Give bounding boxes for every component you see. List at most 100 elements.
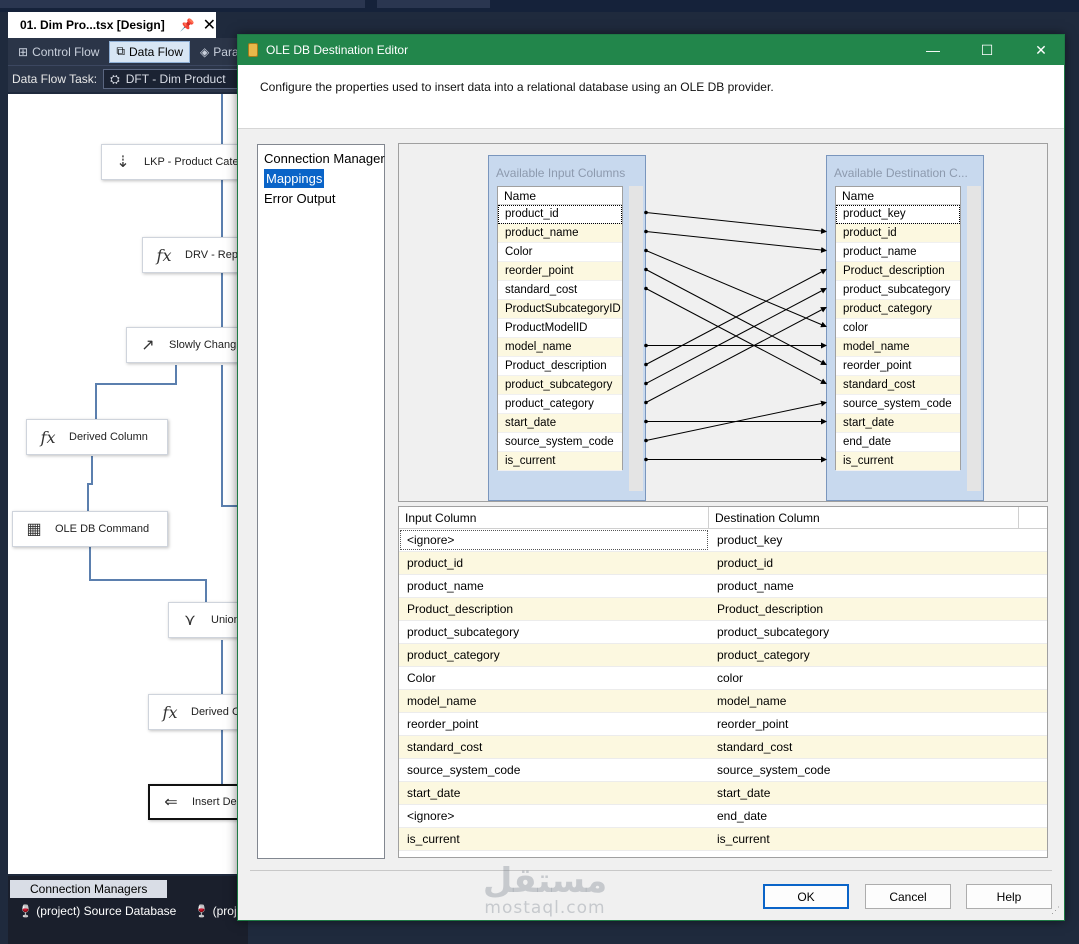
mapping-line[interactable] bbox=[645, 269, 827, 365]
destination-column-item[interactable]: start_date bbox=[836, 414, 960, 433]
toolbar-tab-para[interactable]: ◈Para bbox=[194, 41, 245, 63]
destination-column-item[interactable]: product_category bbox=[836, 300, 960, 319]
destination-column-header[interactable]: Destination Column bbox=[709, 507, 1019, 528]
mapping-line[interactable] bbox=[645, 269, 827, 365]
input-column-cell[interactable]: is_current bbox=[407, 832, 460, 846]
mapping-row[interactable]: <ignore> product_key bbox=[399, 529, 1047, 552]
resize-grip-icon[interactable]: ⋰ bbox=[1051, 905, 1060, 915]
minimize-icon[interactable]: — bbox=[926, 42, 940, 58]
destination-column-cell[interactable]: standard_cost bbox=[717, 740, 793, 754]
destination-column-cell[interactable]: reorder_point bbox=[717, 717, 789, 731]
connection-manager-item[interactable]: 🍷 (project) Source Database bbox=[18, 904, 177, 918]
destination-column-cell[interactable]: source_system_code bbox=[717, 763, 831, 777]
mapping-line[interactable] bbox=[645, 288, 827, 384]
mapping-line[interactable] bbox=[645, 400, 827, 441]
destination-column-item[interactable]: product_subcategory bbox=[836, 281, 960, 300]
destination-column-item[interactable]: reorder_point bbox=[836, 357, 960, 376]
destination-column-cell[interactable]: product_id bbox=[717, 556, 774, 570]
close-tab-icon[interactable]: ✕ bbox=[202, 17, 216, 34]
input-column-item[interactable]: product_name bbox=[498, 224, 622, 243]
destination-column-item[interactable]: standard_cost bbox=[836, 376, 960, 395]
destination-column-item[interactable]: is_current bbox=[836, 452, 960, 471]
destination-column-cell[interactable]: model_name bbox=[717, 694, 787, 708]
input-column-item[interactable]: source_system_code bbox=[498, 433, 622, 452]
destination-column-cell[interactable]: product_key bbox=[717, 533, 783, 547]
input-column-item[interactable]: product_category bbox=[498, 395, 622, 414]
mapping-row[interactable]: reorder_point reorder_point bbox=[399, 713, 1047, 736]
input-column-header[interactable]: Input Column bbox=[399, 507, 709, 528]
ole-db-command-node[interactable]: ▦OLE DB Command bbox=[12, 511, 168, 547]
input-column-cell[interactable]: product_category bbox=[407, 648, 500, 662]
destination-column-cell[interactable]: end_date bbox=[717, 809, 768, 823]
lkp-product-category-node[interactable]: ⇣LKP - Product Catego bbox=[101, 144, 238, 180]
destination-column-cell[interactable]: Product_description bbox=[717, 602, 824, 616]
mapping-row[interactable]: product_id product_id bbox=[399, 552, 1047, 575]
mapping-row[interactable]: Product_description Product_description bbox=[399, 598, 1047, 621]
input-column-cell[interactable]: product_id bbox=[407, 556, 464, 570]
nav-item-error-output[interactable]: Error Output bbox=[258, 189, 384, 209]
mapping-row[interactable]: product_name product_name bbox=[399, 575, 1047, 598]
destination-column-cell[interactable]: product_name bbox=[717, 579, 794, 593]
mapping-line[interactable] bbox=[645, 250, 827, 328]
input-column-cell[interactable]: reorder_point bbox=[407, 717, 479, 731]
destination-column-cell[interactable]: is_current bbox=[717, 832, 770, 846]
destination-column-item[interactable]: source_system_code bbox=[836, 395, 960, 414]
slowly-changing-node[interactable]: ↗Slowly Changin bbox=[126, 327, 238, 363]
input-column-item[interactable]: model_name bbox=[498, 338, 622, 357]
input-column-item[interactable]: product_subcategory bbox=[498, 376, 622, 395]
destination-column-item[interactable]: product_id bbox=[836, 224, 960, 243]
destination-column-cell[interactable]: product_subcategory bbox=[717, 625, 830, 639]
ok-button[interactable]: OK bbox=[763, 884, 849, 909]
destination-column-item[interactable]: model_name bbox=[836, 338, 960, 357]
input-column-cell[interactable]: start_date bbox=[407, 786, 461, 800]
input-column-item[interactable]: ProductModelID bbox=[498, 319, 622, 338]
input-column-cell[interactable]: product_subcategory bbox=[407, 625, 520, 639]
input-column-item[interactable]: ProductSubcategoryID bbox=[498, 300, 622, 319]
destination-column-item[interactable]: color bbox=[836, 319, 960, 338]
destination-column-item[interactable]: product_key bbox=[836, 205, 960, 224]
input-column-item[interactable]: start_date bbox=[498, 414, 622, 433]
toolbar-tab-control-flow[interactable]: ⊞Control Flow bbox=[12, 41, 105, 63]
input-column-cell[interactable]: <ignore> bbox=[399, 529, 709, 551]
destination-column-item[interactable]: product_name bbox=[836, 243, 960, 262]
pin-icon[interactable]: 📌 bbox=[179, 18, 195, 32]
dialog-title-bar[interactable]: OLE DB Destination Editor — ☐ ✕ bbox=[238, 35, 1064, 65]
input-column-cell[interactable]: Color bbox=[407, 671, 436, 685]
destination-column-item[interactable]: Product_description bbox=[836, 262, 960, 281]
union-all-node[interactable]: ⋎Union bbox=[168, 602, 238, 638]
input-column-cell[interactable]: Product_description bbox=[407, 602, 514, 616]
destination-scrollbar[interactable] bbox=[967, 186, 981, 491]
input-column-cell[interactable]: model_name bbox=[407, 694, 477, 708]
maximize-icon[interactable]: ☐ bbox=[980, 41, 994, 58]
mapping-line[interactable] bbox=[645, 231, 827, 253]
help-button[interactable]: Help bbox=[966, 884, 1052, 909]
destination-column-cell[interactable]: product_category bbox=[717, 648, 810, 662]
destination-column-cell[interactable]: color bbox=[717, 671, 744, 685]
input-column-cell[interactable]: product_name bbox=[407, 579, 484, 593]
mapping-row[interactable]: Color color bbox=[399, 667, 1047, 690]
mapping-row[interactable]: product_category product_category bbox=[399, 644, 1047, 667]
cancel-button[interactable]: Cancel bbox=[865, 884, 951, 909]
mapping-row[interactable]: model_name model_name bbox=[399, 690, 1047, 713]
input-column-cell[interactable]: <ignore> bbox=[407, 809, 455, 823]
input-column-item[interactable]: product_id bbox=[498, 205, 622, 224]
mapping-line[interactable] bbox=[645, 212, 827, 234]
mapping-line[interactable] bbox=[645, 288, 827, 384]
close-icon[interactable]: ✕ bbox=[1035, 41, 1047, 58]
data-flow-task-select[interactable]: ⛭ DFT - Dim Product bbox=[103, 69, 244, 89]
input-column-item[interactable]: standard_cost bbox=[498, 281, 622, 300]
mapping-line[interactable] bbox=[645, 307, 827, 403]
connection-managers-tab[interactable]: Connection Managers bbox=[10, 880, 168, 898]
input-column-item[interactable]: reorder_point bbox=[498, 262, 622, 281]
mapping-row[interactable]: product_subcategory product_subcategory bbox=[399, 621, 1047, 644]
toolbar-tab-data-flow[interactable]: ⧉Data Flow bbox=[109, 40, 191, 63]
data-flow-canvas[interactable]: ⇣LKP - Product CategofxDRV - Repla↗Slowl… bbox=[8, 94, 238, 874]
document-tab[interactable]: 01. Dim Pro...tsx [Design] 📌 ✕ bbox=[8, 12, 216, 38]
input-scrollbar[interactable] bbox=[629, 186, 643, 491]
input-column-item[interactable]: Color bbox=[498, 243, 622, 262]
